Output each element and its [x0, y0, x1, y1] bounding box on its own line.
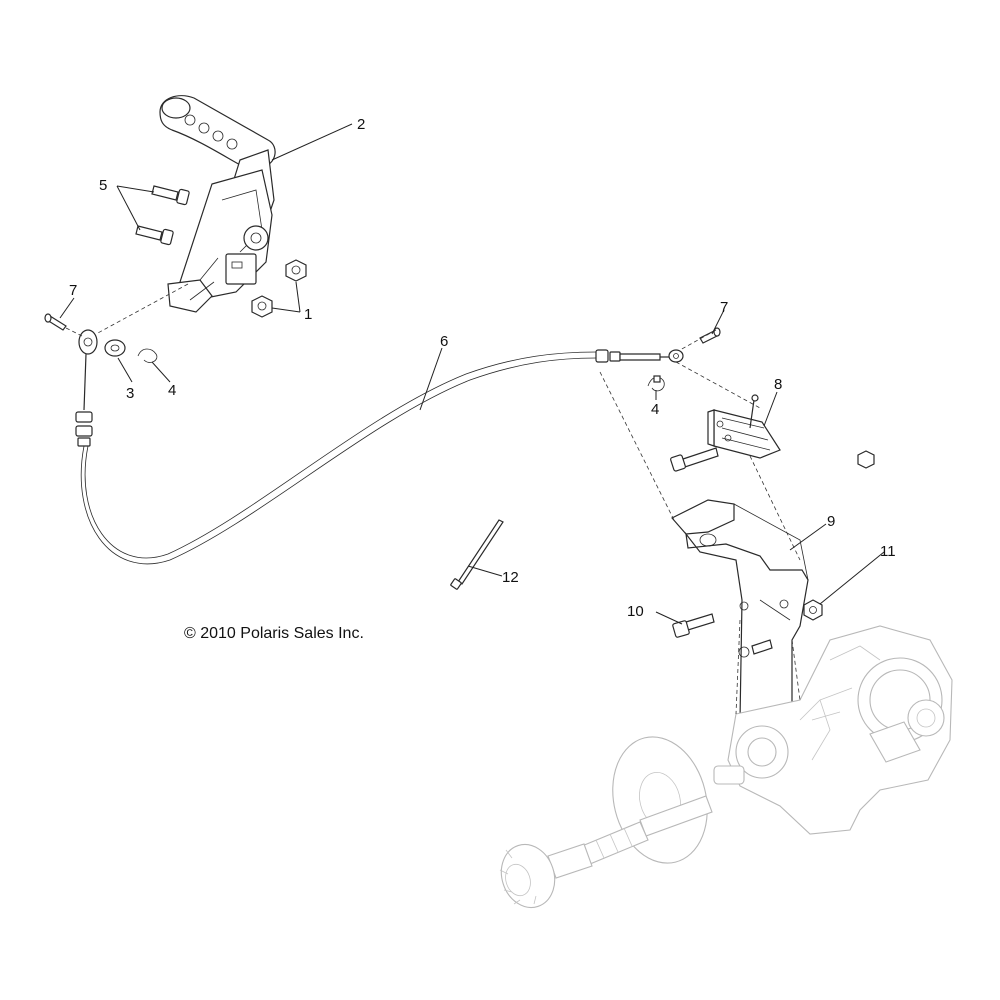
bolt-5-lower	[135, 225, 174, 246]
clip-4-left	[137, 348, 158, 363]
pin-7-left	[44, 313, 67, 331]
mounting-bracket	[671, 499, 809, 741]
bolt-10	[672, 613, 715, 638]
callout-11: 11	[880, 543, 896, 560]
callout-7-right: 7	[720, 299, 728, 316]
callout-9: 9	[827, 513, 835, 530]
bolt-5-upper	[151, 185, 190, 206]
brake-cable	[75, 329, 684, 565]
bolt-caliper	[670, 447, 719, 472]
brake-caliper	[707, 394, 781, 459]
callout-10: 10	[627, 603, 644, 620]
washer-3	[104, 339, 126, 357]
nut-11	[803, 599, 823, 621]
callout-8: 8	[774, 376, 782, 393]
callout-12: 12	[502, 569, 519, 586]
callout-2: 2	[357, 116, 365, 133]
pin-7-right	[699, 327, 721, 344]
bolt-bracket	[751, 639, 773, 655]
callout-labels: 2 5 1 7 3 4 6 7 4 8 9 11 10 12	[69, 116, 896, 620]
gearcase-ghost	[713, 625, 953, 835]
assembly-guide-lines	[65, 283, 801, 715]
nut-1-lower	[251, 295, 273, 318]
callout-4-left: 4	[168, 382, 176, 399]
callout-4-right: 4	[651, 401, 659, 418]
cable-tie	[450, 519, 504, 590]
callout-5: 5	[99, 177, 107, 194]
clip-4-right	[647, 375, 665, 392]
driveshaft-ghost	[499, 795, 713, 909]
nut-1-upper	[285, 259, 307, 282]
callout-7-left: 7	[69, 282, 77, 299]
leader-lines	[59, 123, 885, 625]
nut-caliper	[857, 450, 875, 469]
callout-1: 1	[304, 306, 312, 323]
callout-3: 3	[126, 385, 134, 402]
brake-lever-assembly	[159, 95, 276, 313]
copyright-notice: © 2010 Polaris Sales Inc.	[184, 625, 364, 642]
callout-6: 6	[440, 333, 448, 350]
